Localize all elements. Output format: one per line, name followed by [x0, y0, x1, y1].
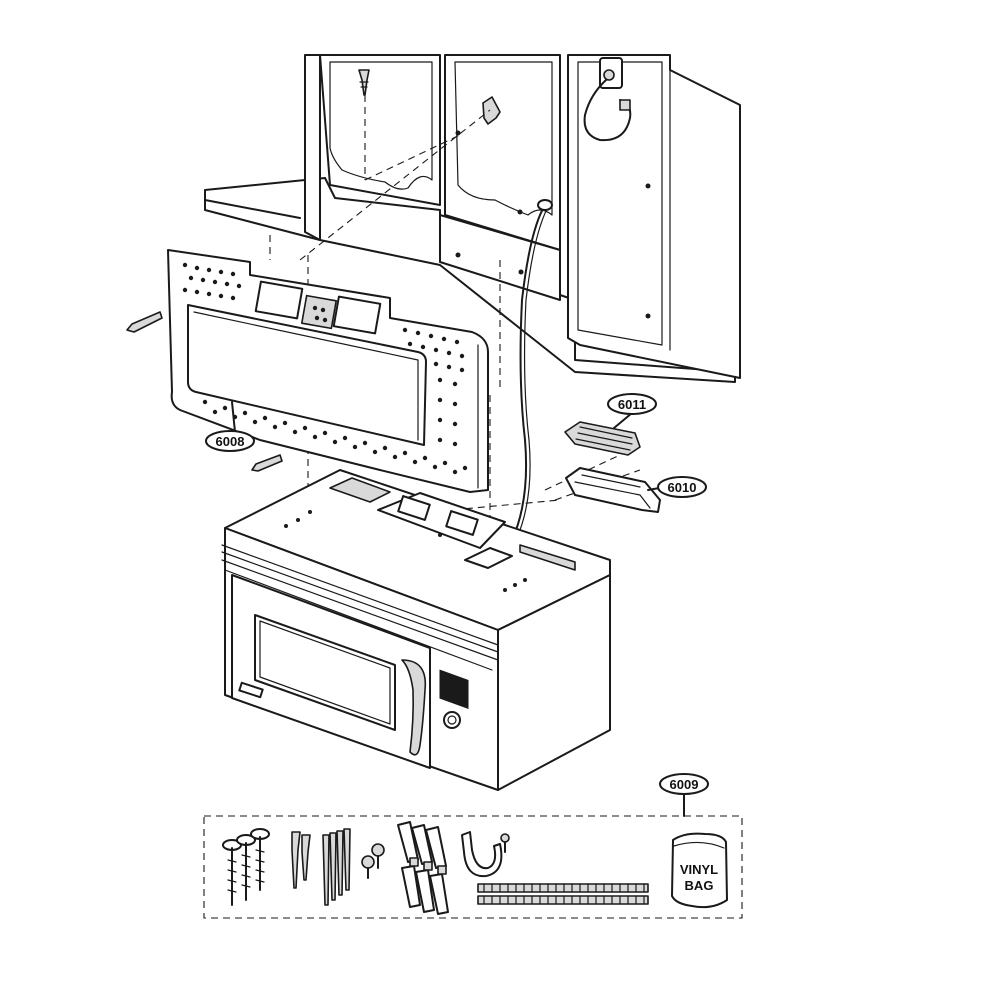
- toggle-bolt: [482, 96, 501, 125]
- duct-adapter-upper: [564, 421, 641, 456]
- cord-grommet: [464, 547, 513, 569]
- lag-screws: [322, 828, 351, 906]
- top-vent-right: [519, 544, 576, 571]
- wall-screw-upper: [126, 311, 163, 333]
- cabinet-left-side: [304, 54, 321, 241]
- vinyl-bag-label-line2: BAG: [685, 878, 714, 893]
- door-handle: [401, 659, 427, 756]
- microwave-door: [231, 574, 431, 769]
- callout-6008-leader: [231, 401, 236, 433]
- microwave-oven: [221, 469, 611, 791]
- power-cord: [497, 204, 546, 556]
- duct-adapter-lower: [565, 467, 661, 513]
- alignment-lines: [269, 95, 641, 545]
- callout-6008-oval: [205, 430, 255, 452]
- callout-6009-oval: [659, 773, 709, 795]
- callout-6010-oval: [657, 476, 707, 498]
- small-screws: [361, 843, 385, 879]
- cabinet-door-left: [319, 54, 441, 206]
- mounting-plate-cutout: [187, 304, 427, 446]
- wood-screws: [291, 831, 311, 889]
- control-knob: [443, 711, 461, 729]
- filler-strips: [477, 883, 649, 905]
- control-display: [439, 669, 469, 710]
- callout-6010-label: 6010: [668, 480, 697, 495]
- callout-6011-label: 6011: [618, 397, 646, 412]
- cabinet-bottom: [204, 177, 736, 383]
- callout-6009-label: 6009: [670, 777, 699, 792]
- cord-clamp: [461, 831, 510, 878]
- vinyl-bag-label-line1: VINYL: [680, 862, 718, 877]
- callout-6011-oval: [607, 393, 657, 415]
- wall-screw-lower: [251, 454, 283, 472]
- toggle-wings: [397, 821, 449, 915]
- vinyl-bag: VINYL BAG: [671, 832, 728, 909]
- upper-cabinets: [204, 54, 741, 383]
- toggle-bolts-long: [222, 828, 270, 906]
- model-badge: [238, 681, 264, 699]
- cabinet-right: [567, 54, 741, 379]
- callout-6011-leader: [613, 412, 633, 429]
- hardware-kit-box: [203, 815, 743, 919]
- mounting-plate: [167, 249, 489, 493]
- cabinet-front-rail: [439, 214, 561, 301]
- microwave-window: [254, 614, 396, 731]
- callout-6008-label: 6008: [216, 434, 245, 449]
- power-outlet: [583, 57, 632, 142]
- top-vent-left: [329, 477, 391, 503]
- mounting-plate-holes: [182, 262, 468, 475]
